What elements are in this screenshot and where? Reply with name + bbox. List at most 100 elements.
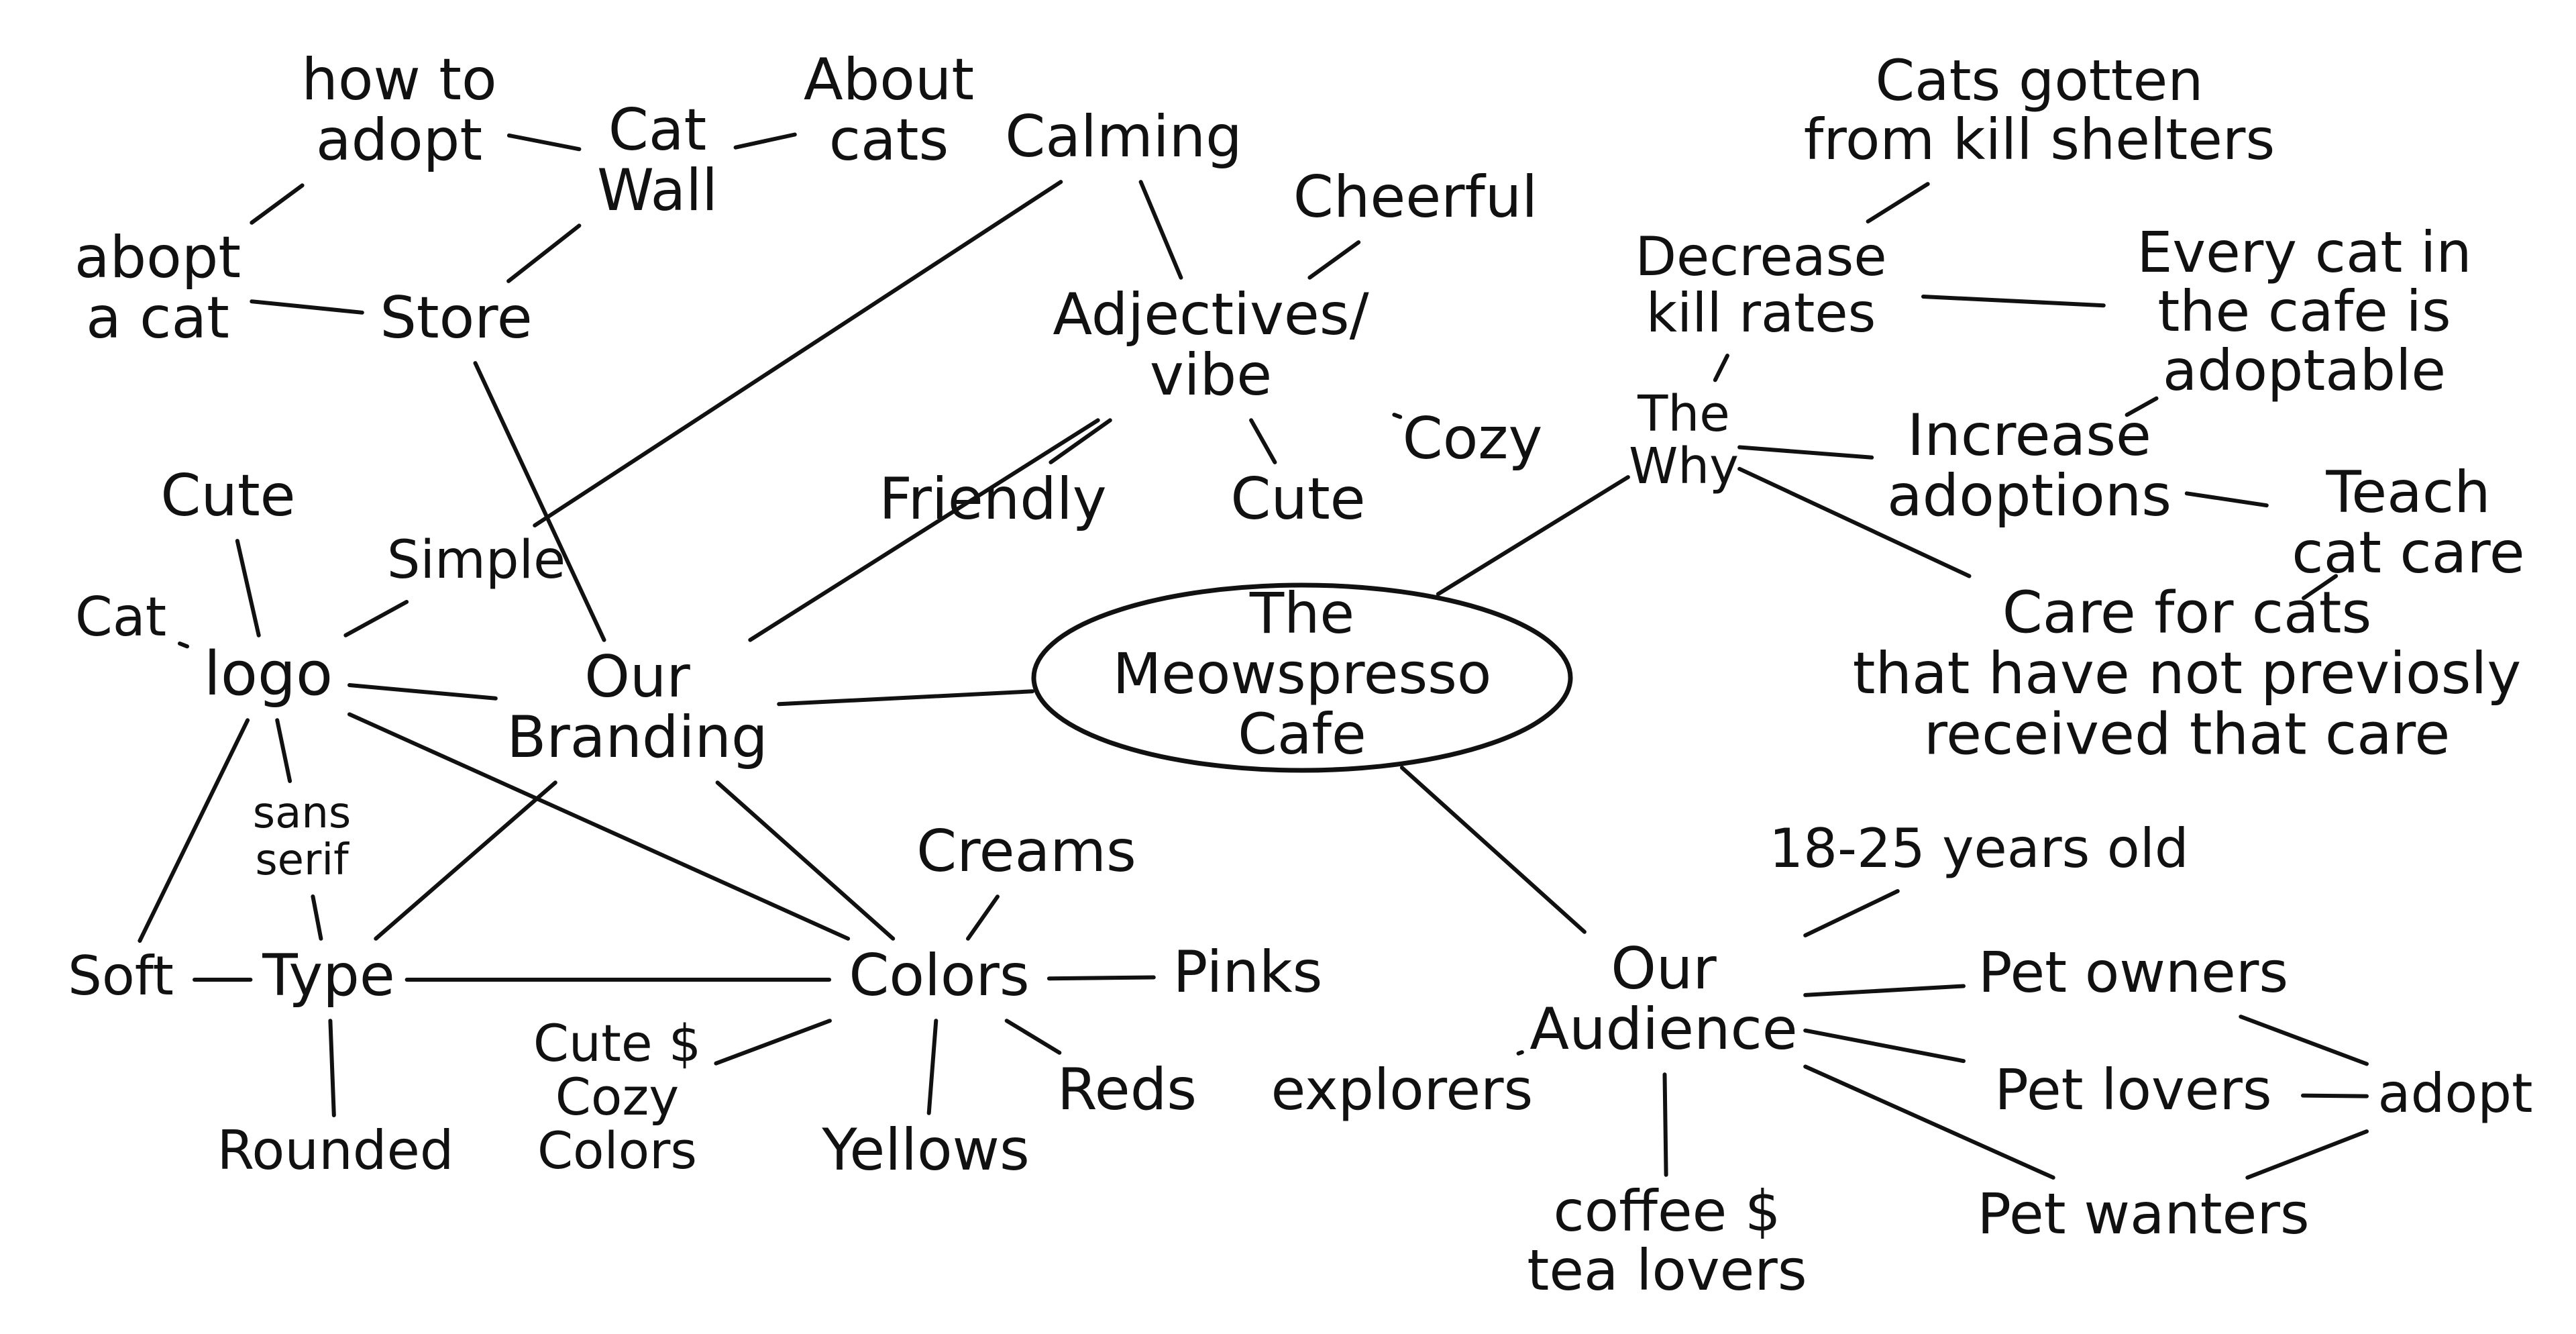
connector-increase-adoptions-to-teach-cat-care bbox=[2184, 491, 2269, 508]
label-line: Simple bbox=[387, 530, 566, 591]
label-line: Cute bbox=[160, 462, 295, 529]
node-coffee-tea: coffee $tea lovers bbox=[1527, 1178, 1807, 1303]
label-line: Cozy bbox=[555, 1067, 679, 1127]
connector-our-audience-to-coffee-tea bbox=[1662, 1072, 1668, 1177]
connector-center-to-our-audience bbox=[1399, 766, 1587, 934]
label-line: adopt bbox=[2378, 1062, 2533, 1125]
connector-adjectives-vibe-to-cozy-vibe bbox=[1392, 413, 1403, 419]
label-line: Cat bbox=[75, 586, 166, 648]
connector-our-audience-to-age-range bbox=[1803, 889, 1900, 937]
label-line: Colors bbox=[849, 942, 1029, 1009]
node-pet-lovers: Pet lovers bbox=[1994, 1057, 2271, 1123]
label-line: The bbox=[1249, 580, 1354, 646]
connector-simple-to-logo bbox=[343, 600, 409, 637]
label-line: serif bbox=[255, 835, 350, 885]
connector-logo-to-sans-serif bbox=[275, 718, 292, 783]
label-line: Rounded bbox=[217, 1119, 453, 1182]
node-cute-logo: Cute bbox=[160, 462, 295, 529]
connector-our-audience-to-pet-lovers bbox=[1803, 1028, 1966, 1064]
connector-cat-logo-to-logo bbox=[178, 642, 189, 649]
node-pinks: Pinks bbox=[1173, 939, 1323, 1006]
label-line: About bbox=[804, 46, 974, 113]
node-cat-logo: Cat bbox=[75, 586, 166, 648]
label-line: how to bbox=[301, 46, 496, 113]
connector-our-audience-to-pet-wanters bbox=[1803, 1064, 2055, 1180]
label-line: Pet wanters bbox=[1977, 1181, 2309, 1247]
connector-teach-cat-care-to-care-for-cats bbox=[2302, 574, 2339, 601]
label-line: Decrease bbox=[1635, 225, 1886, 288]
node-cheerful: Cheerful bbox=[1293, 164, 1538, 231]
connector-logo-to-colors bbox=[347, 712, 851, 941]
label-line: Calming bbox=[1005, 103, 1242, 170]
node-adjectives-vibe: Adjectives/vibe bbox=[1053, 281, 1368, 409]
label-line: Meowspresso bbox=[1113, 641, 1492, 707]
label-line: explorers bbox=[1271, 1057, 1534, 1123]
label-line: a cat bbox=[86, 285, 229, 352]
label-line: adoptions bbox=[1887, 463, 2171, 530]
label-line: Why bbox=[1629, 437, 1739, 495]
node-cute-vibe: Cute bbox=[1230, 466, 1365, 533]
label-line: vibe bbox=[1150, 342, 1272, 409]
label-line: Colors bbox=[537, 1121, 697, 1180]
node-adopt: adopt bbox=[2378, 1062, 2533, 1125]
label-line: Creams bbox=[916, 818, 1136, 885]
node-soft: Soft bbox=[68, 945, 174, 1007]
connector-type-to-rounded bbox=[328, 1019, 336, 1117]
label-line: Yellows bbox=[821, 1117, 1030, 1184]
label-line: adopt bbox=[316, 107, 482, 174]
label-line: Cute bbox=[1230, 466, 1365, 533]
label-line: logo bbox=[204, 639, 333, 709]
label-line: the cafe is bbox=[2157, 278, 2451, 344]
node-logo: logo bbox=[204, 639, 333, 709]
connector-increase-adoptions-to-every-cat bbox=[2125, 396, 2159, 417]
node-type: Type bbox=[262, 942, 395, 1009]
center-oval bbox=[1031, 582, 1573, 773]
connector-cheerful-to-adjectives-vibe bbox=[1307, 240, 1361, 280]
node-explorers: explorers bbox=[1271, 1057, 1534, 1123]
connector-cat-wall-to-store bbox=[506, 223, 582, 283]
label-line: Cat bbox=[608, 97, 706, 164]
node-reds: Reds bbox=[1057, 1056, 1197, 1123]
connector-our-audience-to-explorers bbox=[1516, 1050, 1524, 1056]
connector-the-why-to-increase-adoptions bbox=[1737, 445, 1874, 460]
connector-colors-to-cute-cozy-colors bbox=[714, 1019, 832, 1066]
label-line: coffee $ bbox=[1554, 1178, 1781, 1244]
node-rounded: Rounded bbox=[217, 1119, 453, 1182]
connector-our-branding-to-center bbox=[777, 689, 1034, 707]
connector-adopt-a-cat-to-store bbox=[250, 299, 364, 315]
connector-cute-logo-to-logo bbox=[235, 539, 261, 637]
label-line: adoptable bbox=[2163, 338, 2446, 403]
label-line: Cafe bbox=[1238, 701, 1366, 767]
label-line: Our bbox=[584, 644, 690, 711]
connector-our-audience-to-pet-owners bbox=[1803, 984, 1966, 997]
connector-lines bbox=[138, 132, 2369, 1180]
node-simple: Simple bbox=[387, 530, 566, 591]
node-pet-wanters: Pet wanters bbox=[1977, 1181, 2309, 1247]
label-line: Audience bbox=[1529, 996, 1797, 1064]
node-friendly: Friendly bbox=[879, 466, 1106, 533]
connector-adjectives-vibe-to-our-branding bbox=[748, 418, 1100, 642]
connector-center-to-the-why bbox=[1436, 475, 1630, 597]
connector-how-to-adopt-to-adopt-a-cat bbox=[250, 183, 305, 225]
label-line: Friendly bbox=[879, 466, 1106, 533]
connector-the-why-to-decrease-kill-rates bbox=[1713, 354, 1729, 382]
connector-how-to-adopt-to-cat-wall bbox=[506, 133, 582, 152]
connector-logo-to-soft bbox=[138, 718, 250, 943]
label-line: Adjectives/ bbox=[1053, 281, 1368, 348]
connector-colors-to-yellows bbox=[926, 1019, 938, 1115]
label-line: received that care bbox=[1924, 701, 2451, 768]
connector-our-branding-to-colors bbox=[715, 780, 896, 941]
connector-colors-to-creams bbox=[966, 894, 1000, 941]
label-line: Branding bbox=[506, 705, 767, 772]
connector-calming-to-adjectives-vibe bbox=[1138, 180, 1183, 280]
node-cozy-vibe: Cozy bbox=[1403, 405, 1543, 472]
connector-adjectives-vibe-to-cute-vibe bbox=[1249, 418, 1277, 464]
